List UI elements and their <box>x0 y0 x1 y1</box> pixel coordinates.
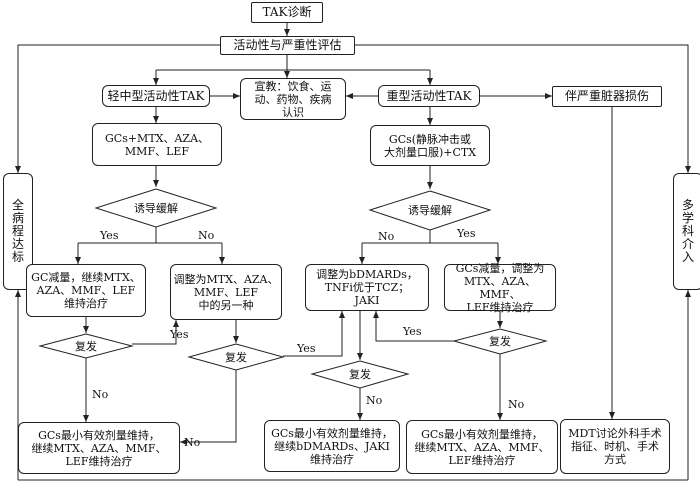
diamond-relapse-4 <box>452 328 548 355</box>
node-final-right: GCs最小有效剂量维持， 继续MTX、AZA、MMF、 LEF维持治疗 <box>406 420 558 474</box>
label-yes-4: Yes <box>297 342 316 355</box>
label-no-5: No <box>366 394 383 407</box>
node-adjust-other: 调整为MTX、AZA、 MMF、LEF 中的另一种 <box>170 264 282 320</box>
node-gc-reduce-right: GCs减量，调整为 MTX、AZA、MMF、 LEF维持治疗 <box>444 262 556 314</box>
label-yes-5: Yes <box>403 325 422 338</box>
arrow-relapse2-no <box>180 370 237 445</box>
node-assessment: 活动性与严重性评估 <box>220 36 355 55</box>
node-gcs-left: GCs+MTX、AZA、 MMF、LEF <box>92 123 222 166</box>
diamond-relapse-2 <box>187 343 285 371</box>
arrow-relapse1-yes <box>132 320 179 345</box>
label-relapse-1: 复发 <box>75 340 97 353</box>
label-no-3: No <box>92 388 109 401</box>
diamond-induce-left <box>94 188 218 228</box>
node-severe: 重型活动性TAK <box>378 85 480 107</box>
diamond-relapse-1 <box>38 333 134 359</box>
node-organ: 伴严重脏器损伤 <box>552 86 662 107</box>
label-yes-2: Yes <box>457 227 476 240</box>
arrow-relapse4-yes <box>373 311 455 342</box>
node-mild: 轻中型活动性TAK <box>102 85 210 107</box>
label-induce-left: 诱导缓解 <box>134 202 178 215</box>
label-relapse-4: 复发 <box>489 335 511 348</box>
label-no-4: No <box>184 436 201 449</box>
label-no-1: No <box>198 229 215 242</box>
node-gcs-right: GCs(静脉冲击或 大剂量口服)+CTX <box>370 125 490 166</box>
node-adjust-bdmard: 调整为bDMARDs， TNFi优于TCZ； JAKI <box>305 264 429 311</box>
diamond-relapse-3 <box>310 360 410 389</box>
label-no-6: No <box>508 398 525 411</box>
label-induce-right: 诱导缓解 <box>408 204 452 217</box>
node-education: 宣教：饮食、运 动、药物、疾病 认识 <box>240 78 346 120</box>
label-yes-1: Yes <box>100 229 119 242</box>
arrow-relapse2-yes <box>283 311 345 357</box>
label-yes-3: Yes <box>170 328 189 341</box>
label-no-2: No <box>378 230 395 243</box>
label-relapse-3: 复发 <box>349 368 371 381</box>
arrow-to-lifelong <box>15 44 220 173</box>
node-final-mid: GCs最小有效剂量维持， 继续bDMARDs、JAKI 维持治疗 <box>264 420 400 472</box>
node-diagnosis: TAK诊断 <box>251 2 323 23</box>
node-gc-reduce-left: GC减量，继续MTX、 AZA、MMF、LEF 维持治疗 <box>26 264 146 317</box>
label-relapse-2: 复发 <box>225 351 247 364</box>
node-final-left: GCs最小有效剂量维持， 继续MTX、AZA、MMF、 LEF维持治疗 <box>18 422 180 474</box>
node-mdt-box: MDT讨论外科手术 指征、时机、手术 方式 <box>560 419 670 474</box>
diamond-induce-right <box>368 190 492 231</box>
node-mdt: 多 学 科 介 入 <box>673 173 700 290</box>
arrow-to-mdt <box>355 44 691 173</box>
